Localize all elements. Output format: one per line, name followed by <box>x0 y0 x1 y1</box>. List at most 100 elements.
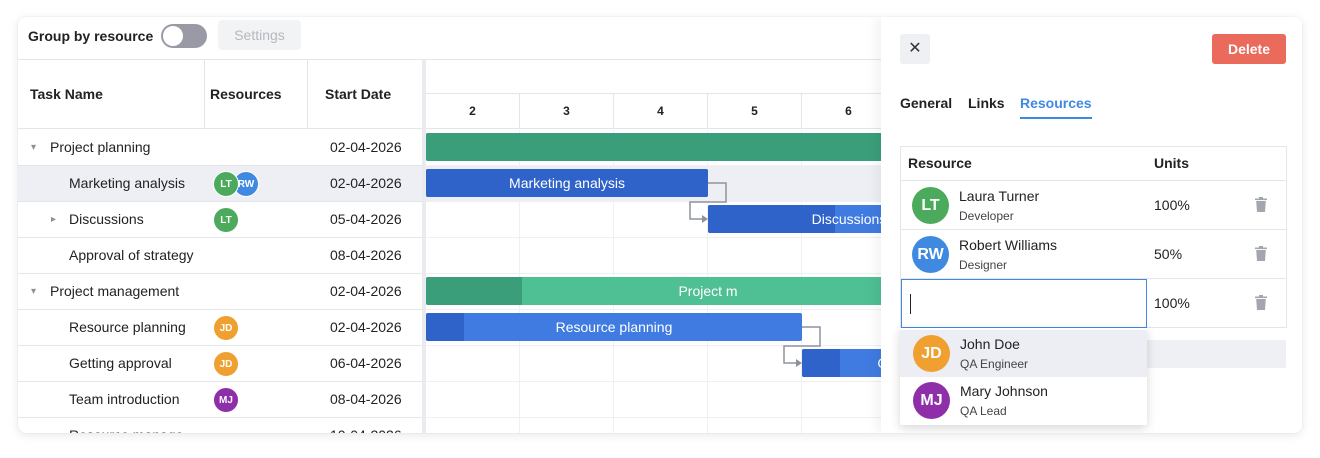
progress-fill <box>426 133 881 161</box>
task-bar[interactable]: Marketing analysis <box>426 169 708 197</box>
resource-search-input[interactable] <box>901 279 1147 328</box>
text-cursor <box>910 294 911 314</box>
link-arrow-icon <box>702 215 708 223</box>
start-date: 02-04-2026 <box>330 139 402 155</box>
avatar: MJ <box>913 382 950 419</box>
avatar: LT <box>912 187 949 224</box>
task-name: Getting approval <box>69 355 172 371</box>
bar-label: Marketing analysis <box>509 175 625 191</box>
timescale-day: 5 <box>708 94 802 129</box>
dropdown-option[interactable]: MJ Mary Johnson QA Lead <box>900 377 1147 424</box>
avatar: JD <box>913 335 950 372</box>
column-header-resources[interactable]: Resources <box>210 86 282 102</box>
task-grid: Task Name Resources Start Date ▾Project … <box>18 59 422 433</box>
task-name: Project management <box>50 283 180 299</box>
task-row[interactable]: ▸ Discussions LT 05-04-2026 <box>18 202 422 238</box>
column-divider[interactable] <box>204 60 205 129</box>
chart-row <box>426 382 881 418</box>
task-bar[interactable]: Discussions <box>708 205 881 233</box>
resource-row[interactable]: LT Laura Turner Developer 100% <box>900 181 1287 230</box>
dependency-link[interactable] <box>689 182 727 220</box>
resource-role: Designer <box>959 258 1008 272</box>
resource-row[interactable]: RW Robert Williams Designer 50% <box>900 230 1287 279</box>
resource-row-new: 100% <box>900 279 1287 328</box>
task-name: Resource manage <box>69 418 183 433</box>
resource-table-header: Resource Units <box>900 146 1287 181</box>
avatar: JD <box>213 315 239 341</box>
progress-fill <box>708 205 835 233</box>
chevron-down-icon[interactable]: ▾ <box>31 142 37 153</box>
group-by-resource-label: Group by resource <box>28 28 154 44</box>
task-bar[interactable]: Resource planning <box>426 313 802 341</box>
group-by-resource-toggle[interactable] <box>161 24 207 48</box>
bar-label: Discussions <box>811 211 881 227</box>
avatar: LT <box>213 207 239 233</box>
avatar: MJ <box>213 387 239 413</box>
option-role: QA Engineer <box>960 357 1029 371</box>
start-date: 05-04-2026 <box>330 211 402 227</box>
header-units: Units <box>1154 155 1189 171</box>
task-bar[interactable]: Gettin <box>802 349 881 377</box>
link-arrow-icon <box>796 359 802 367</box>
column-header-start-date[interactable]: Start Date <box>325 86 392 102</box>
timescale-day: 2 <box>426 94 520 129</box>
project-bar[interactable] <box>426 133 881 161</box>
tab-links[interactable]: Links <box>968 95 1005 111</box>
grid-chart-splitter[interactable] <box>422 59 426 433</box>
task-name: Marketing analysis <box>69 175 185 191</box>
tab-general[interactable]: General <box>900 95 953 111</box>
resource-units[interactable]: 100% <box>1154 197 1190 213</box>
start-date: 10-04-2026 <box>330 418 402 433</box>
resource-units[interactable]: 50% <box>1154 246 1183 262</box>
progress-fill <box>802 349 840 377</box>
progress-fill <box>426 277 522 305</box>
start-date: 08-04-2026 <box>330 247 402 263</box>
dropdown-option[interactable]: JD John Doe QA Engineer <box>900 330 1147 377</box>
chart-row <box>426 310 881 346</box>
option-name: John Doe <box>960 336 1020 352</box>
column-divider[interactable] <box>307 60 308 129</box>
settings-button[interactable]: Settings <box>218 20 301 50</box>
project-bar[interactable]: Project m <box>426 277 881 305</box>
chevron-down-icon[interactable]: ▾ <box>31 286 37 297</box>
timescale-day: 4 <box>614 94 708 129</box>
close-button[interactable]: ✕ <box>900 34 930 64</box>
add-resource-placeholder[interactable] <box>1146 340 1286 368</box>
header-resource: Resource <box>908 155 972 171</box>
column-header-task-name[interactable]: Task Name <box>30 86 103 102</box>
resource-name: Laura Turner <box>959 188 1040 204</box>
chart-row <box>426 346 881 382</box>
tab-resources[interactable]: Resources <box>1020 95 1092 119</box>
trash-icon[interactable] <box>1255 197 1267 212</box>
chevron-right-icon[interactable]: ▸ <box>51 214 57 225</box>
start-date: 06-04-2026 <box>330 355 402 371</box>
avatar: LT <box>213 171 239 197</box>
chart-row <box>426 274 881 310</box>
toggle-knob <box>163 26 183 46</box>
task-name: Discussions <box>69 211 144 227</box>
resource-dropdown: JD John Doe QA Engineer MJ Mary Johnson … <box>900 328 1147 425</box>
start-date: 02-04-2026 <box>330 175 402 191</box>
resource-units[interactable]: 100% <box>1154 295 1190 311</box>
delete-button[interactable]: Delete <box>1212 34 1286 64</box>
task-row[interactable]: Approval of strategy 08-04-2026 <box>18 238 422 274</box>
dependency-link[interactable] <box>783 326 821 364</box>
trash-icon[interactable] <box>1255 246 1267 261</box>
timescale-upper <box>426 60 881 94</box>
trash-icon[interactable] <box>1255 295 1267 310</box>
progress-fill <box>426 313 464 341</box>
task-row[interactable]: Resource manage 10-04-2026 <box>18 418 422 433</box>
resource-role: Developer <box>959 209 1014 223</box>
task-name: Approval of strategy <box>69 247 194 263</box>
gantt-card: Group by resource Settings Task Name Res… <box>18 17 1302 433</box>
toolbar: Group by resource Settings <box>18 17 1302 59</box>
start-date: 08-04-2026 <box>330 391 402 407</box>
timescale-day: 3 <box>520 94 614 129</box>
